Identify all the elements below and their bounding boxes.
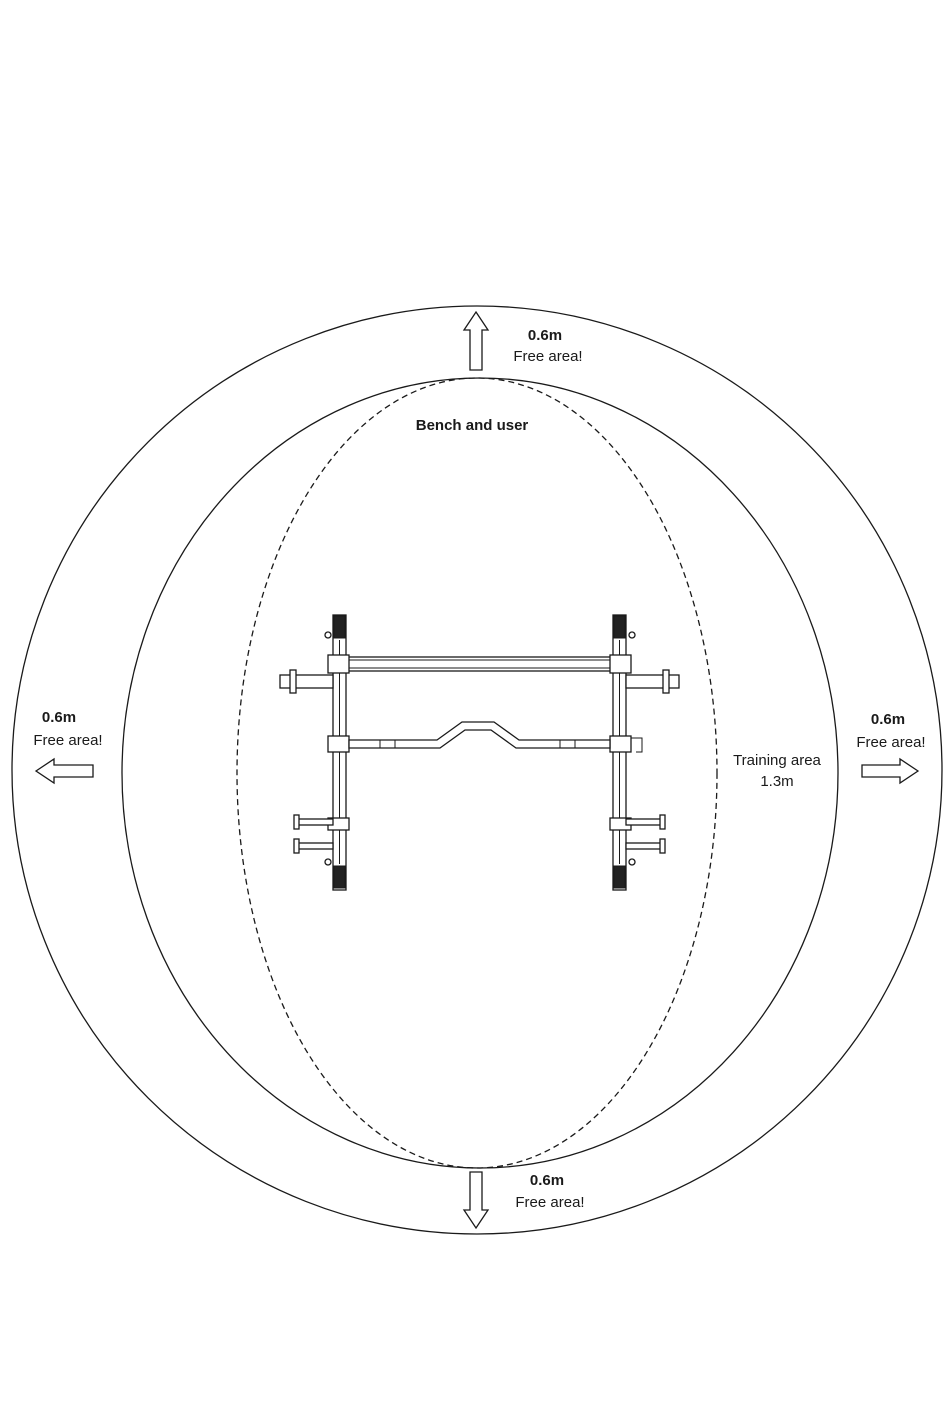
arrow-down-icon: [464, 1172, 488, 1228]
right-distance-label: 0.6m: [871, 711, 905, 728]
left-free-area-label: Free area!: [33, 732, 102, 749]
training-area-label: Training area: [733, 752, 821, 769]
power-rack-illustration: [280, 615, 679, 890]
arrow-left-icon: [36, 759, 93, 783]
left-distance-label: 0.6m: [42, 709, 76, 726]
right-free-area-label: Free area!: [856, 734, 925, 751]
bottom-distance-label: 0.6m: [530, 1172, 564, 1189]
arrow-right-icon: [862, 759, 918, 783]
bench-user-zone: [237, 378, 717, 1168]
top-free-area-label: Free area!: [513, 348, 582, 365]
outer-free-area-boundary: [12, 306, 942, 1234]
arrow-up-icon: [464, 312, 488, 370]
training-area-distance-label: 1.3m: [760, 773, 793, 790]
bottom-free-area-label: Free area!: [515, 1194, 584, 1211]
training-area-boundary: [122, 378, 838, 1168]
top-distance-label: 0.6m: [528, 327, 562, 344]
bench-user-label: Bench and user: [416, 417, 529, 434]
